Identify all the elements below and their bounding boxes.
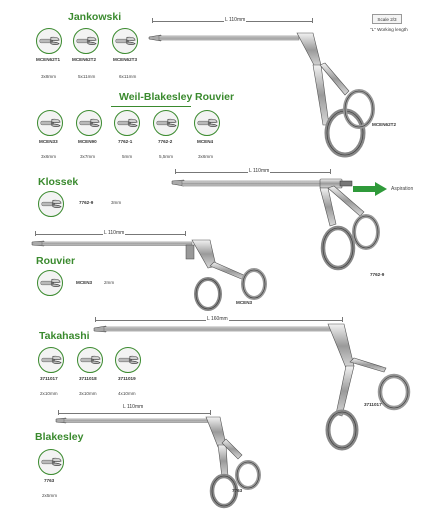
rouvier-top-title: Rouvier (195, 91, 235, 103)
takahashi-tip-thumb-1 (38, 347, 64, 373)
klossek-size: 3mm (111, 200, 122, 205)
jankowski-size-1: 3x8mm (41, 74, 57, 79)
jankowski-code-2: MCEN62T2 (72, 57, 96, 62)
takahashi-title: Takahashi (39, 330, 90, 342)
takahashi-tip-thumb-2 (77, 347, 103, 373)
jankowski-tip-thumb-2 (73, 28, 99, 54)
klossek-tip-thumb (38, 191, 64, 217)
dimension-tick (58, 410, 59, 415)
takahashi-tip-thumb-3 (115, 347, 141, 373)
forceps-tip-icon (154, 111, 178, 135)
takahashi-size-3: 4x10mm (118, 391, 136, 396)
jankowski-tip-thumb-1 (36, 28, 62, 54)
jankowski-code-3: MCEN62T3 (113, 57, 137, 62)
dimension-tick (210, 410, 211, 415)
forceps-tip-icon (39, 192, 63, 216)
klossek-forceps-image (171, 178, 380, 271)
rouvier-top-code: MCEN4 (197, 139, 214, 144)
jankowski-size-3: 6x11mm (119, 74, 137, 79)
dimension-tick (185, 231, 186, 236)
weil-tip-thumb-2 (76, 110, 102, 136)
klossek-title: Klossek (38, 176, 79, 188)
rouvier-forceps-image (31, 239, 267, 311)
weil-code-1: MCEN33 (39, 139, 58, 144)
dimension-tick (312, 18, 313, 23)
rouvier-code: MCEN3 (76, 280, 93, 285)
aspiration-label: Aspiration (391, 186, 414, 192)
forceps-tip-icon (113, 29, 137, 53)
klossek-instrument-code: 7762-9 (370, 272, 385, 277)
scale-box: Scale 2/3 (372, 14, 402, 24)
weil-tip-thumb-1 (37, 110, 63, 136)
forceps-tip-icon (39, 348, 63, 372)
forceps-tip-icon (195, 111, 219, 135)
takahashi-forceps-image (93, 323, 411, 451)
takahashi-size-1: 2x10mm (40, 391, 58, 396)
takahashi-length: L 160mm (206, 316, 229, 322)
forceps-tip-icon (39, 450, 63, 474)
rouvier-size: 2mm (104, 280, 115, 285)
weil-code-2: MCEN90 (78, 139, 97, 144)
jankowski-tip-thumb-3 (112, 28, 138, 54)
weil-blakesley-underline (111, 106, 191, 108)
jankowski-forceps-image (148, 32, 375, 158)
blakesley-length: L 110mm (122, 404, 145, 410)
forceps-tip-icon (77, 111, 101, 135)
takahashi-code-1: 3711017 (40, 376, 58, 381)
takahashi-code-2: 3711018 (79, 376, 97, 381)
blakesley-code: 7763 (44, 478, 55, 483)
rouvier-tip-thumb (37, 270, 63, 296)
weil-blakesley-title: Weil-Blakesley (119, 91, 193, 103)
weil-tip-thumb-3 (114, 110, 140, 136)
working-length-note: "L" Working length (370, 27, 408, 32)
weil-size-4: 5,5mm (159, 154, 174, 159)
dimension-tick (152, 18, 153, 23)
aspiration-arrow-icon (353, 182, 387, 196)
rouvier-top-tip-thumb (194, 110, 220, 136)
rouvier-top-size: 3x6mm (198, 154, 214, 159)
jankowski-title: Jankowski (68, 11, 122, 23)
weil-size-2: 3x7mm (80, 154, 96, 159)
weil-code-4: 7762-2 (158, 139, 173, 144)
dimension-tick (175, 169, 176, 174)
rouvier-length: L 110mm (103, 230, 126, 236)
weil-tip-thumb-4 (153, 110, 179, 136)
weil-size-1: 3x6mm (41, 154, 57, 159)
blakesley-instrument-code: 7763 (232, 488, 243, 493)
weil-size-3: 5mm (122, 154, 133, 159)
blakesley-forceps-image (55, 416, 261, 509)
dimension-tick (35, 231, 36, 236)
blakesley-tip-thumb (38, 449, 64, 475)
klossek-length: L 110mm (248, 168, 271, 174)
forceps-tip-icon (38, 111, 62, 135)
blakesley-title: Blakesley (35, 431, 84, 443)
takahashi-code-3: 3711019 (118, 376, 136, 381)
dimension-tick (95, 317, 96, 322)
jankowski-size-2: 5x11mm (78, 74, 96, 79)
forceps-tip-icon (37, 29, 61, 53)
forceps-tip-icon (115, 111, 139, 135)
dimension-tick (330, 169, 331, 174)
klossek-code: 7762-9 (79, 200, 94, 205)
weil-code-3: 7762-1 (118, 139, 133, 144)
takahashi-size-2: 3x10mm (79, 391, 97, 396)
takahashi-instrument-code: 3711017 (364, 402, 382, 407)
dimension-tick (342, 317, 343, 322)
dimension-line (58, 413, 210, 414)
jankowski-code-1: MCEN62T1 (36, 57, 60, 62)
jankowski-instrument-code: MCEN62T2 (372, 122, 396, 127)
jankowski-length: L 110mm (224, 17, 247, 23)
forceps-tip-icon (38, 271, 62, 295)
rouvier-title: Rouvier (36, 255, 76, 267)
forceps-tip-icon (74, 29, 98, 53)
rouvier-instrument-code: MCEN3 (236, 300, 253, 305)
blakesley-size: 2x5mm (42, 493, 58, 498)
